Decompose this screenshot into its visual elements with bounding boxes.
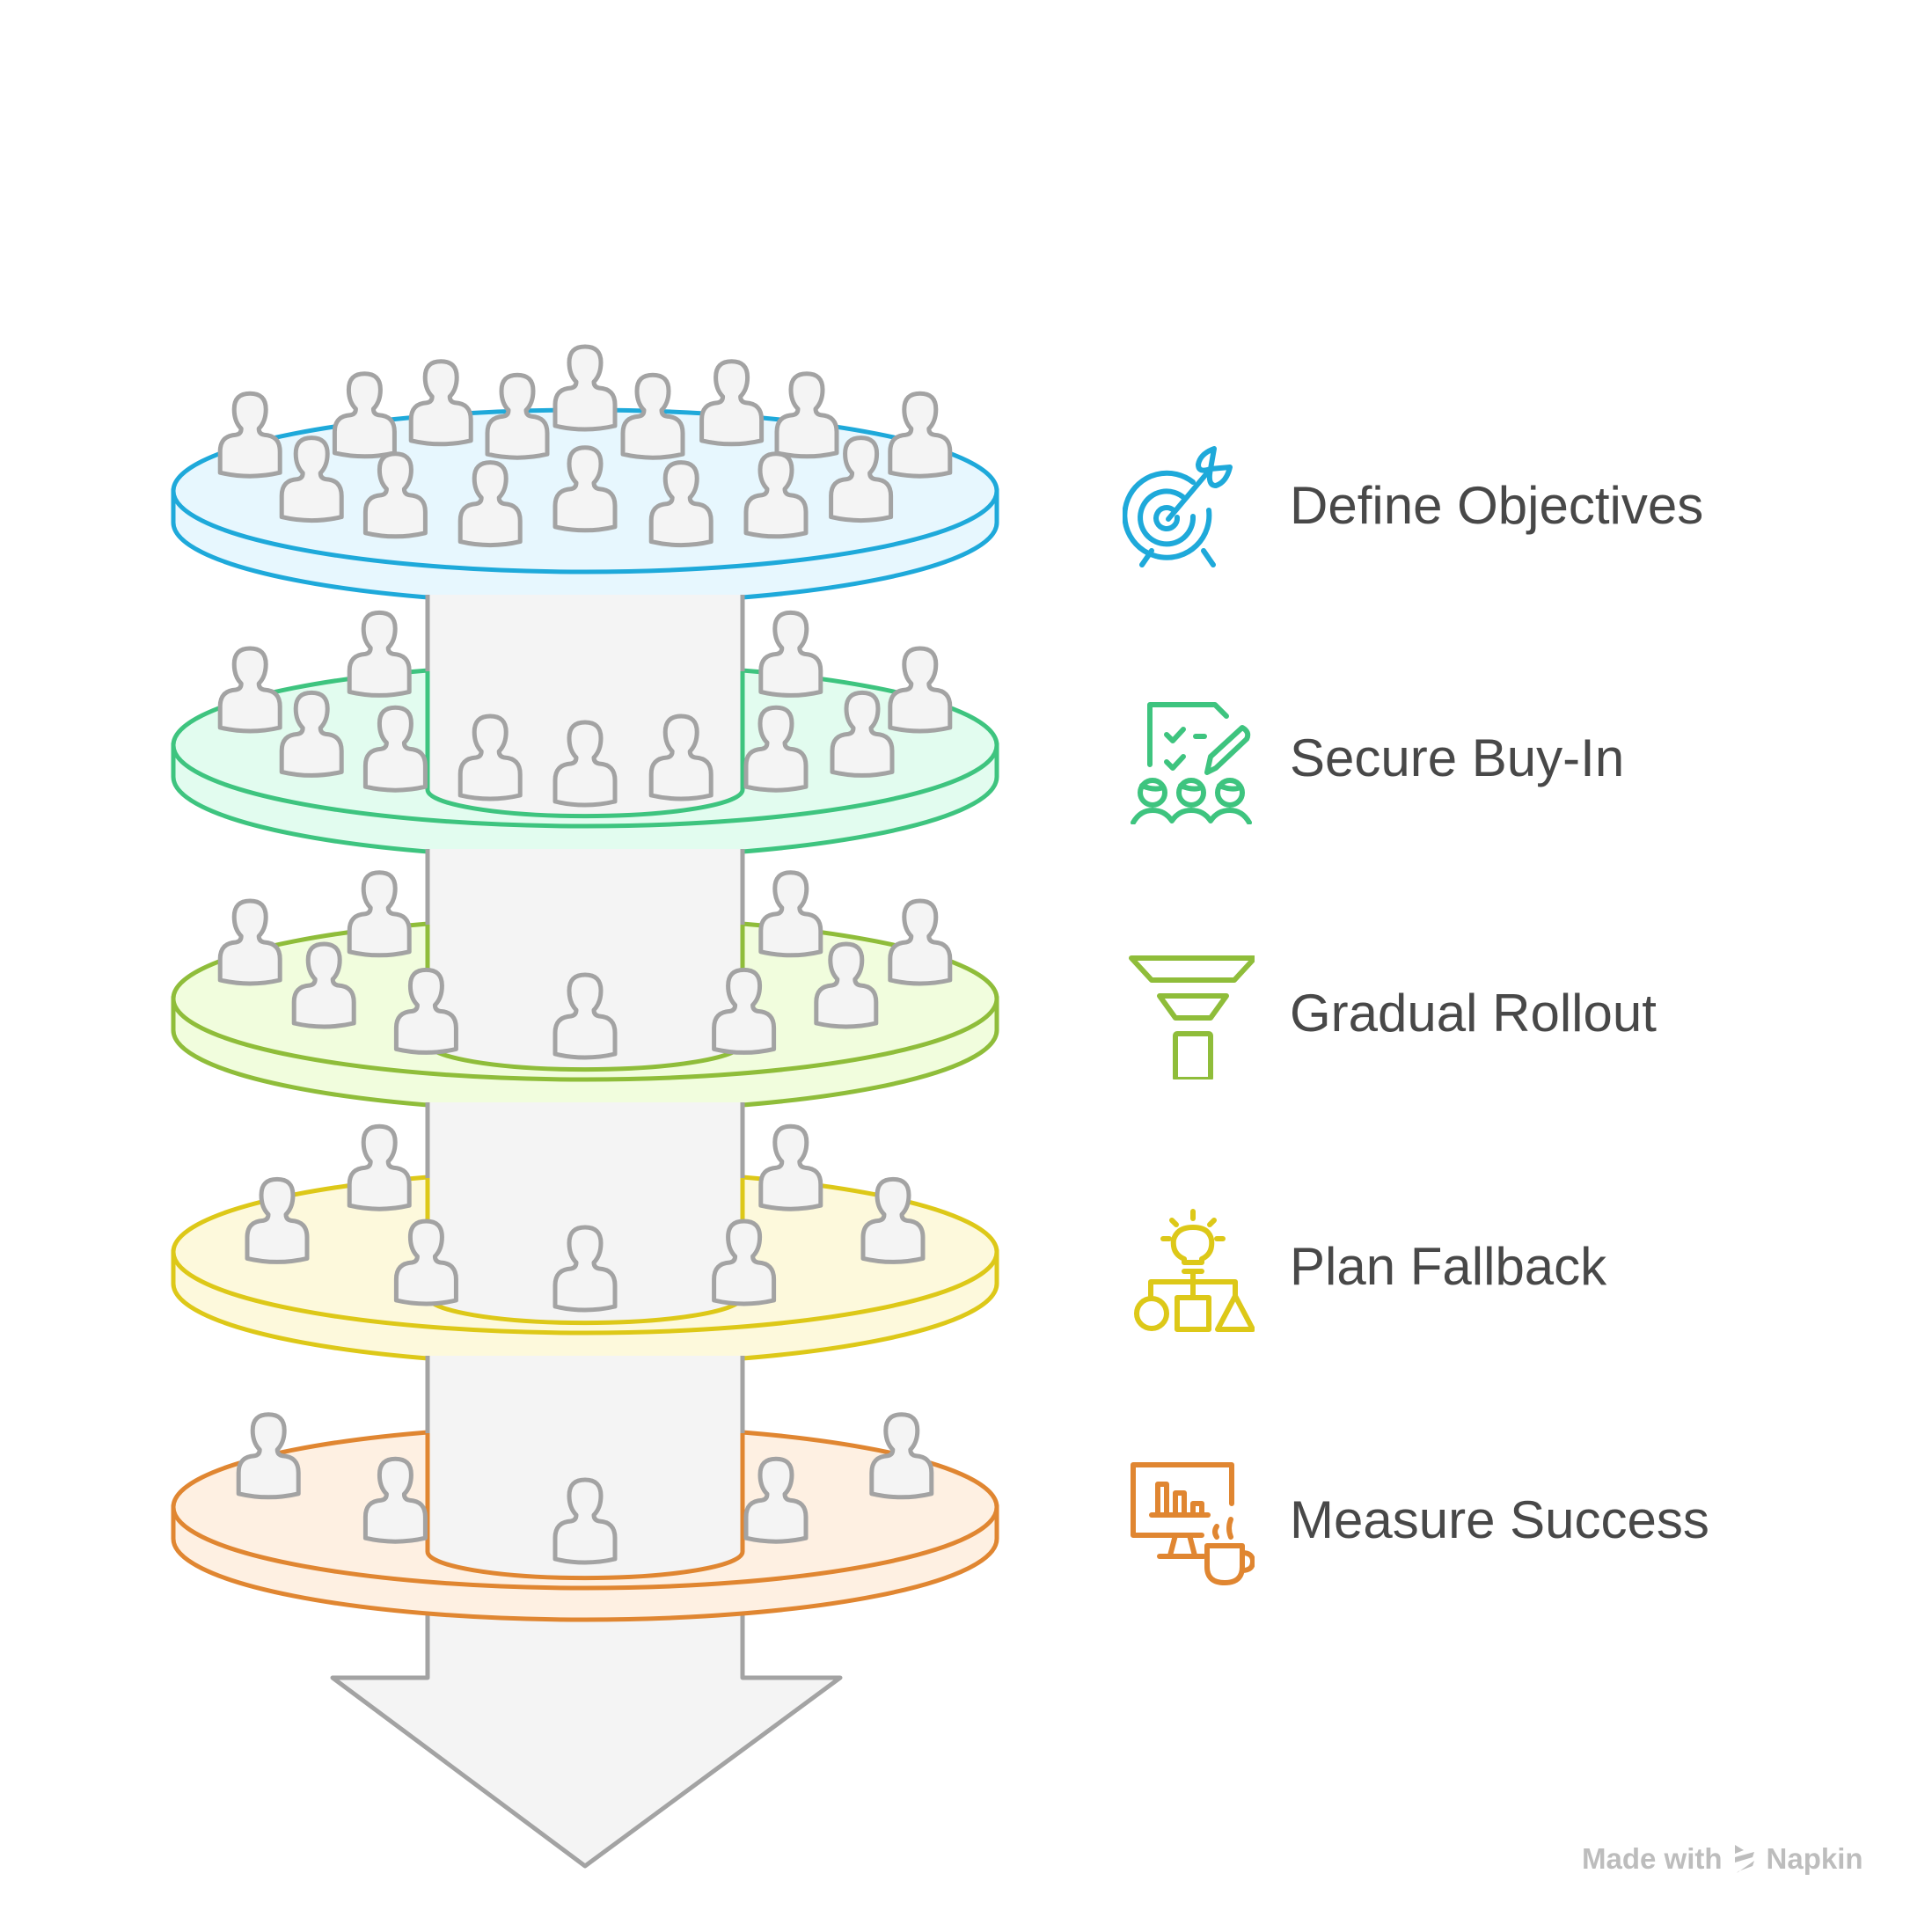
level-label: Gradual Rollout bbox=[1290, 984, 1657, 1043]
disc-level bbox=[171, 1356, 999, 1622]
level-label: Define Objectives bbox=[1290, 476, 1704, 535]
pillar-base-ring bbox=[425, 925, 745, 1072]
person-icon bbox=[758, 1123, 823, 1211]
pillar-base-ring bbox=[425, 1178, 745, 1326]
person-icon bbox=[743, 451, 809, 539]
person-icon bbox=[393, 1218, 458, 1306]
checklist-team-icon bbox=[1123, 692, 1255, 825]
person-icon bbox=[362, 705, 428, 793]
person-icon bbox=[485, 372, 550, 460]
person-icon bbox=[712, 1218, 777, 1306]
pillar-segment bbox=[428, 849, 743, 1070]
disc-level bbox=[171, 1102, 999, 1367]
person-icon bbox=[712, 967, 777, 1055]
disc-level bbox=[171, 344, 999, 606]
level-label: Secure Buy-In bbox=[1290, 728, 1625, 787]
level-label: Plan Fallback bbox=[1290, 1237, 1607, 1296]
person-icon bbox=[869, 1412, 934, 1500]
person-icon bbox=[888, 646, 953, 734]
person-icon bbox=[888, 898, 953, 986]
person-icon bbox=[758, 610, 823, 698]
person-icon bbox=[217, 898, 282, 986]
person-icon bbox=[408, 359, 473, 447]
person-icon bbox=[888, 391, 953, 479]
person-icon bbox=[393, 967, 458, 1055]
person-icon bbox=[743, 1456, 809, 1544]
person-icon bbox=[245, 1176, 310, 1264]
funnel-icon bbox=[1123, 948, 1257, 1082]
level-label: Measure Success bbox=[1290, 1490, 1709, 1549]
person-icon bbox=[553, 1477, 618, 1565]
pillar-segment bbox=[428, 1102, 743, 1323]
person-icon bbox=[860, 1176, 926, 1264]
person-icon bbox=[699, 359, 765, 447]
person-icon bbox=[347, 870, 412, 958]
pillar-base-ring bbox=[425, 671, 745, 819]
disc-level bbox=[171, 849, 999, 1114]
person-icon bbox=[620, 372, 685, 460]
person-icon bbox=[217, 646, 282, 734]
monitor-chart-coffee-icon bbox=[1123, 1454, 1255, 1586]
person-icon bbox=[648, 714, 714, 801]
person-icon bbox=[279, 435, 344, 523]
person-icon bbox=[457, 460, 523, 548]
person-icon bbox=[362, 1456, 428, 1544]
made-with-napkin-watermark: Made with Napkin bbox=[1582, 1842, 1863, 1876]
person-icon bbox=[774, 371, 839, 459]
napkin-logo-icon bbox=[1734, 1845, 1754, 1873]
pillar-base-ring bbox=[425, 1433, 745, 1581]
person-icon bbox=[814, 941, 879, 1029]
person-icon bbox=[553, 720, 618, 808]
idea-flowchart-icon bbox=[1123, 1201, 1255, 1333]
person-icon bbox=[553, 344, 618, 432]
person-icon bbox=[362, 451, 428, 539]
person-icon bbox=[457, 714, 523, 801]
person-icon bbox=[830, 690, 895, 778]
target-arrow-icon bbox=[1122, 440, 1255, 572]
person-icon bbox=[829, 435, 894, 523]
person-icon bbox=[279, 690, 344, 778]
person-icon bbox=[553, 1225, 618, 1313]
pillar-segment bbox=[428, 1356, 743, 1578]
person-icon bbox=[743, 705, 809, 793]
person-icon bbox=[347, 610, 412, 698]
person-icon bbox=[553, 972, 618, 1060]
person-icon bbox=[553, 445, 618, 533]
person-icon bbox=[291, 941, 356, 1029]
person-icon bbox=[648, 460, 714, 548]
person-icon bbox=[347, 1123, 412, 1211]
disc-stack bbox=[171, 344, 999, 1622]
person-icon bbox=[758, 870, 823, 958]
person-icon bbox=[332, 371, 397, 459]
person-icon bbox=[236, 1412, 301, 1500]
watermark-prefix: Made with bbox=[1582, 1842, 1723, 1875]
disc-level bbox=[171, 595, 999, 860]
person-icon bbox=[217, 391, 282, 479]
watermark-brand: Napkin bbox=[1766, 1842, 1863, 1875]
